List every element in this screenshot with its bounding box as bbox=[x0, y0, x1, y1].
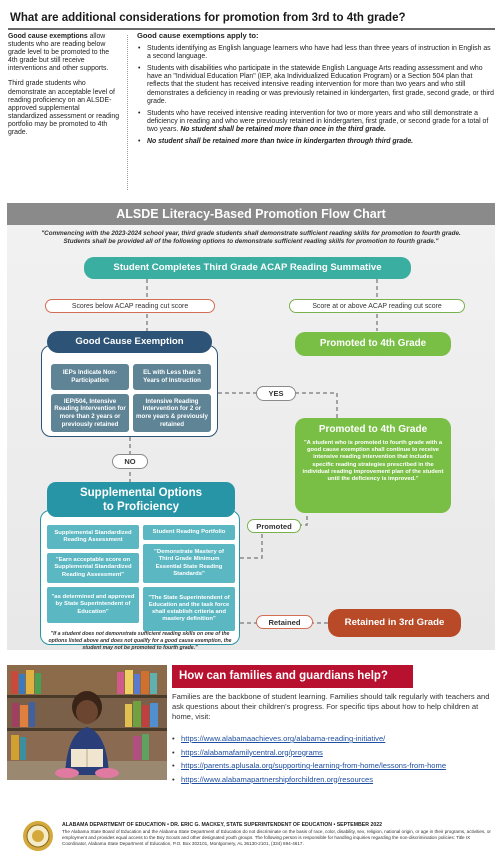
sup-cell-mastery: "Demonstrate Mastery of Third Grade Mini… bbox=[143, 544, 235, 583]
flow-intro-line-1: "Commencing with the 2023-2024 school ye… bbox=[41, 230, 461, 237]
retained-in-3rd-grade-box: Retained in 3rd Grade bbox=[328, 609, 461, 637]
promoted-mid-title: Promoted to 4th Grade bbox=[318, 424, 428, 435]
left-paragraph-2: Third grade students who demonstrate an … bbox=[8, 80, 120, 137]
promoted-top-box: Promoted to 4th Grade bbox=[295, 332, 451, 356]
bullet-icon: • bbox=[138, 45, 141, 53]
exemption-rule: No student shall be retained more than t… bbox=[147, 138, 414, 146]
supplemental-options-title: Supplemental Options to Proficiency bbox=[47, 482, 235, 517]
link-alabama-reading-initiative[interactable]: https://www.alabamaachieves.org/alabama-… bbox=[181, 734, 386, 743]
yes-label: YES bbox=[256, 386, 296, 401]
above-cut-score-label: Score at or above ACAP reading cut score bbox=[289, 299, 465, 313]
bullet-icon: • bbox=[172, 774, 175, 784]
list-item: • No student shall be retained more than … bbox=[137, 138, 495, 146]
supplemental-options-box: Supplemental Standardized Reading Assess… bbox=[40, 510, 240, 645]
sup-cell-portfolio: Student Reading Portfolio bbox=[143, 525, 235, 540]
gce-cell-iep-504: IEP/504, Intensive Reading Intervention … bbox=[51, 394, 129, 432]
retained-label: Retained bbox=[256, 615, 313, 629]
promoted-mid-description: "A student who is promoted to fourth gra… bbox=[302, 440, 444, 483]
families-links: • https://www.alabamaachieves.org/alabama… bbox=[172, 732, 494, 786]
flow-intro: "Commencing with the 2023-2024 school ye… bbox=[17, 230, 485, 246]
bullet-icon: • bbox=[138, 138, 141, 146]
exemption-text: Students with disabilities who participa… bbox=[147, 65, 495, 105]
sup-cell-approved: "as determined and approved by State Sup… bbox=[47, 587, 139, 623]
bullet-icon: • bbox=[172, 734, 175, 743]
right-column: Good cause exemptions apply to: • Student… bbox=[137, 31, 495, 150]
gce-cell-iep-nonparticipation: IEPs Indicate Non-Participation bbox=[51, 364, 129, 390]
bullet-icon: • bbox=[138, 65, 141, 73]
gce-cell-intensive-intervention: Intensive Reading Intervention for 2 or … bbox=[133, 394, 211, 432]
link-family-central[interactable]: https://alabamafamilycentral.org/program… bbox=[181, 747, 323, 757]
left-p1-rest: allow students who are reading below gra… bbox=[8, 33, 110, 73]
good-cause-exemption-box: IEPs Indicate Non-Participation EL with … bbox=[41, 345, 218, 437]
families-heading: How can families and guardians help? bbox=[172, 665, 413, 688]
left-p1-bold: Good cause exemptions bbox=[8, 33, 88, 40]
left-paragraph-1: Good cause exemptions allow students who… bbox=[8, 33, 120, 73]
list-item: • Students with disabilities who particip… bbox=[137, 65, 495, 105]
sup-title-line-1: Supplemental Options bbox=[79, 487, 203, 499]
left-column: Good cause exemptions allow students who… bbox=[8, 33, 120, 144]
families-text: Families are the backbone of student lea… bbox=[172, 692, 490, 721]
student-reading-photo bbox=[7, 665, 167, 780]
bullet-icon: • bbox=[172, 747, 175, 757]
link-aplusala-lessons[interactable]: https://parents.aplusala.org/supporting-… bbox=[181, 761, 447, 770]
flow-intro-line-2: Students shall be provided all of the fo… bbox=[63, 238, 439, 246]
footer-heading: ALABAMA DEPARTMENT OF EDUCATION • DR. ER… bbox=[62, 822, 382, 828]
exemptions-heading: Good cause exemptions apply to: bbox=[137, 31, 259, 40]
footer-disclaimer: The Alabama State Board of Education and… bbox=[62, 829, 491, 846]
good-cause-exemption-title: Good Cause Exemption bbox=[47, 331, 212, 353]
list-item: • https://www.alabamapartnershipforchildr… bbox=[172, 773, 494, 787]
below-cut-score-label: Scores below ACAP reading cut score bbox=[45, 299, 215, 313]
exemption-text: Students identifying as English language… bbox=[147, 45, 491, 61]
supplemental-footnote: "If a student does not demonstrate suffi… bbox=[48, 631, 232, 651]
flow-chart-title: ALSDE Literacy-Based Promotion Flow Char… bbox=[7, 203, 495, 225]
sup-title-line-2: to Proficiency bbox=[102, 501, 180, 513]
bullet-icon: • bbox=[172, 761, 175, 770]
exemption-rule: No student shall be retained more than o… bbox=[180, 125, 386, 133]
heading-rule bbox=[8, 28, 495, 30]
no-label: NO bbox=[112, 454, 148, 469]
list-item: • https://parents.aplusala.org/supporting… bbox=[172, 759, 494, 773]
exemption-text: Students who have received intensive rea… bbox=[147, 109, 489, 133]
list-item: • Students identifying as English languag… bbox=[137, 45, 495, 61]
sup-cell-earn-score: "Earn acceptable score on Supplemental S… bbox=[47, 553, 139, 583]
flow-chart: ALSDE Literacy-Based Promotion Flow Char… bbox=[7, 203, 495, 651]
list-item: • Students who have received intensive re… bbox=[137, 110, 495, 134]
sup-cell-assessment: Supplemental Standardized Reading Assess… bbox=[47, 525, 139, 549]
column-divider bbox=[127, 35, 128, 190]
summative-step: Student Completes Third Grade ACAP Readi… bbox=[84, 257, 411, 279]
exemptions-list: • Students identifying as English languag… bbox=[137, 45, 495, 146]
list-item: • https://www.alabamaachieves.org/alabama… bbox=[172, 732, 494, 746]
state-seal-logo bbox=[22, 820, 54, 852]
list-item: • https://alabamafamilycentral.org/progra… bbox=[172, 746, 494, 760]
promoted-label: Promoted bbox=[247, 519, 301, 533]
sup-cell-criteria: "The State Superintendent of Education a… bbox=[143, 587, 235, 631]
link-partnership-resources[interactable]: https://www.alabamapartnershipforchildre… bbox=[181, 774, 374, 784]
gce-cell-el-instruction: EL with Less than 3 Years of Instruction bbox=[133, 364, 211, 390]
promoted-with-exemption-box: Promoted to 4th Grade "A student who is … bbox=[295, 418, 451, 513]
bullet-icon: • bbox=[138, 109, 141, 117]
page-heading: What are additional considerations for p… bbox=[10, 12, 406, 24]
